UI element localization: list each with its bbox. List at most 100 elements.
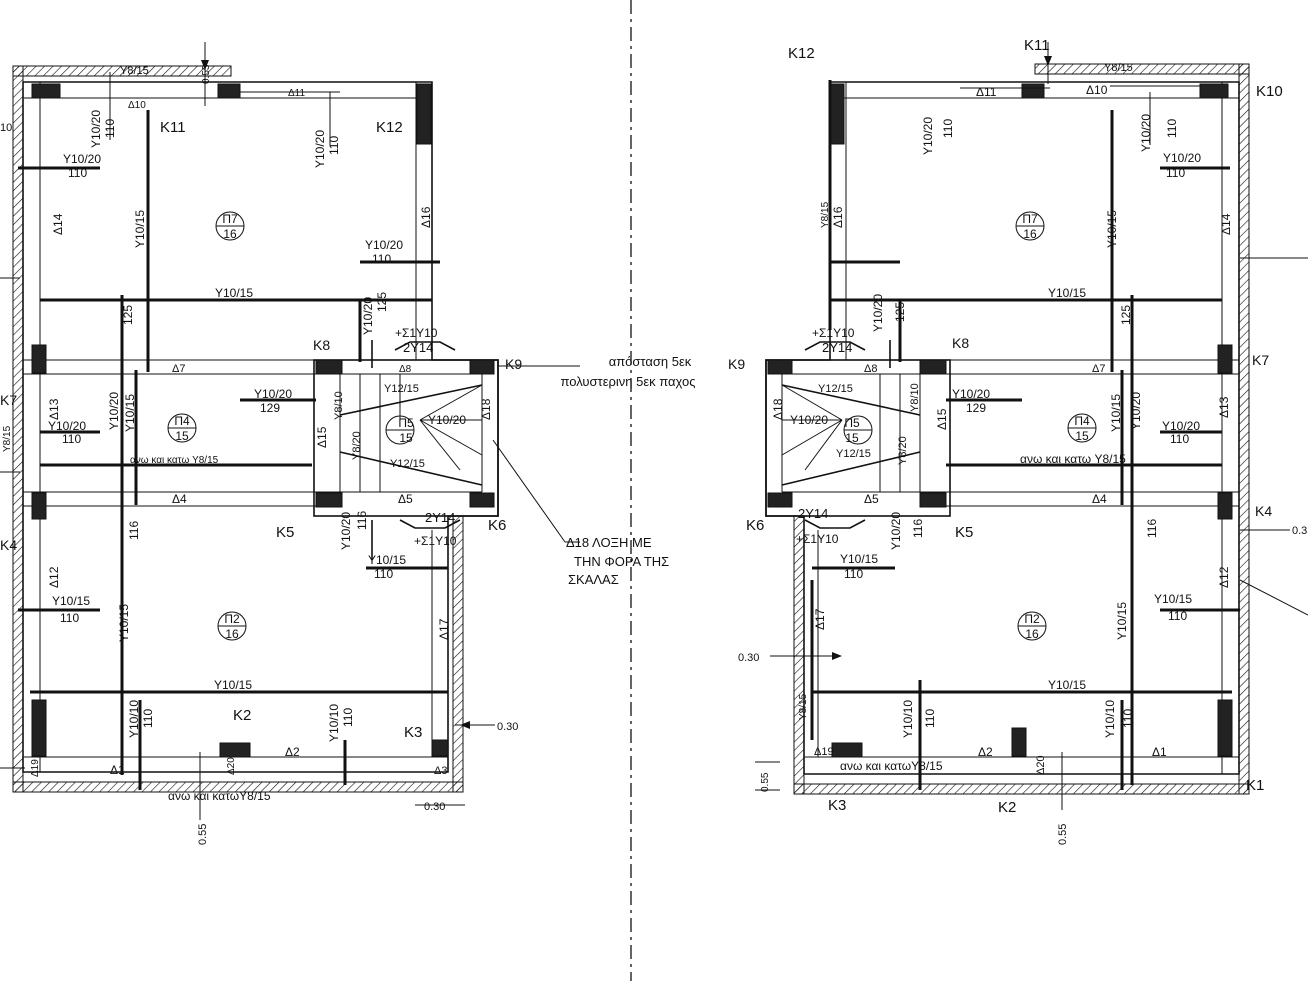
drawing-label: ανω και κατω Y8/15 [130,455,219,466]
drawing-label: Y10/20 [89,110,103,148]
drawing-label: Y10/15 [1048,678,1086,692]
right-slab-p4: Π4 15 [1067,413,1097,443]
drawing-label: Y10/20 [790,413,828,427]
left-floor-plan: Π7 16 Π4 15 Π5 15 Π2 16 K11 K12 K8 K9 K7… [0,42,580,845]
drawing-label: 110 [1121,709,1135,728]
drawing-label: Y10/15 [214,678,252,692]
right-col-k9: K9 [728,356,745,372]
drawing-label: Y8/15 [2,425,13,452]
right-col-k2: K2 [998,799,1016,816]
drawing-label: ανω και κατωY8/15 [168,789,271,803]
drawing-label: 125 [121,305,135,325]
left-beam-d12: Δ12 [47,566,61,588]
left-col-k5: K5 [276,524,294,541]
drawing-label: Y10/20 [1163,151,1201,165]
left-wall-top [12,65,232,77]
drawing-label: απόσταση 5εκ [609,354,692,369]
drawing-label: Y10/15 [123,394,137,432]
drawing-label: 110 [941,119,955,138]
drawing-label: Δ10 [1086,83,1108,97]
left-beam-d5: Δ5 [398,492,413,506]
drawing-label: Y10/10 [127,700,141,738]
drawing-label: 0.55 [760,772,771,792]
drawing-label: Δ17 [813,608,827,630]
drawing-label: Y10/15 [215,286,253,300]
drawing-label: +Σ1Y10 [796,532,839,546]
drawing-label: 0.30 [738,652,759,664]
drawing-label: Π7 [1022,212,1038,226]
drawing-label: Δ11 [976,85,997,99]
drawing-label: Y10/20 [339,512,353,550]
drawing-label: Y10/20 [1129,392,1143,430]
left-col-k9: K9 [505,356,522,372]
drawing-label: 15 [1075,429,1089,443]
drawing-label: Y8/15 [120,65,149,77]
drawing-label: Y10/20 [365,238,403,252]
drawing-label: Y8/15 [820,201,831,228]
drawing-label: 116 [1145,519,1159,538]
drawing-label: Δ18 ΛΟΞΗ ΜΕ [566,535,652,550]
drawing-label: Y8/10 [909,383,921,412]
drawing-label: Δ12 [1217,566,1231,588]
right-slab-p7: Π7 16 [1015,211,1045,241]
drawing-label: 110 [141,709,155,728]
drawing-label: 116 [127,521,141,540]
drawing-label: Y12/15 [818,383,853,395]
drawing-label: 110 [341,708,355,727]
drawing-label: 125 [1119,305,1133,325]
drawing-label: 116 [355,511,369,530]
left-slab-p7: Π7 16 [215,211,245,241]
drawing-label: 110 [1166,166,1185,180]
drawing-label: Y10/20 [921,117,935,155]
drawing-label: 110 [1165,119,1179,138]
left-beam-d20: Δ20 [226,757,237,775]
drawing-label: Π5 [844,416,860,430]
left-slab-p2: Π2 16 [217,611,247,641]
drawing-label: 129 [966,401,986,415]
drawing-label: Y12/15 [836,448,871,460]
left-beam-d7: Δ7 [172,363,185,375]
drawing-label: 110 [62,432,81,446]
drawing-label: Y12/15 [390,458,425,470]
drawing-label: Y8/15 [1104,62,1133,74]
drawing-label: 110 [60,611,79,625]
left-beam-d14: Δ14 [51,213,65,235]
drawing-label: Y10/15 [840,552,878,566]
right-slab-p5: Π5 15 [843,415,873,445]
drawing-label: Π7 [222,212,238,226]
right-col-k6: K6 [746,517,764,534]
drawing-label: 0.55 [1057,824,1069,845]
drawing-label: 110 [327,136,341,155]
left-beam-d13: Δ13 [47,398,61,420]
drawing-label: ανω και κατω Y8/15 [1020,452,1126,466]
drawing-label: Π2 [1024,612,1040,626]
left-slab-p4: Π4 15 [167,413,197,443]
left-col-k3: K3 [404,724,422,741]
drawing-label: 2Y14 [403,340,433,355]
drawing-label: Π4 [174,414,190,428]
drawing-label: Y10/15 [133,210,147,248]
drawing-label: Y10/20 [1139,114,1153,152]
stair-beam-note: Δ18 ΛΟΞΗ ΜΕ ΤΗΝ ΦΟΡΑ ΤΗΣ ΣΚΑΛΑΣ [566,535,669,587]
left-beam-d17: Δ17 [437,618,451,640]
drawing-label: Y8/20 [351,431,363,460]
drawing-label: 2Y14 [822,340,852,355]
drawing-label: Y10/20 [952,387,990,401]
drawing-label: Δ13 [1217,396,1231,418]
drawing-label: 2Y14 [798,506,828,521]
drawing-label: 0.3 [1292,525,1307,537]
drawing-label: Y10/15 [52,594,90,608]
right-col-k3: K3 [828,797,846,814]
drawing-label: Δ18 [771,398,785,420]
drawing-label: 16 [225,627,239,641]
drawing-label: Δ2 [978,745,993,759]
drawing-label: 116 [911,519,925,538]
drawing-label: Y10/20 [48,419,86,433]
drawing-label: 110 [372,252,391,266]
drawing-label: Y10/20 [871,294,885,332]
left-col-k6: K6 [488,517,506,534]
drawing-label: 110 [68,166,87,180]
right-col-k12: K12 [788,45,815,62]
drawing-label: Y10/10 [1103,700,1117,738]
